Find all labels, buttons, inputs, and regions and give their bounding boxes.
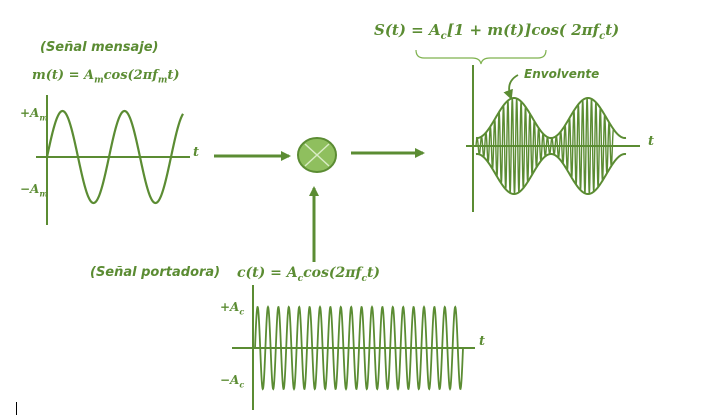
envelope-label: Envolvente [524,67,600,81]
formula-bracket [415,49,547,65]
multiplier-icon [297,137,337,173]
output-axis-t: t [648,134,655,149]
message-neg-amplitude: −Am [20,182,48,199]
text-cursor [16,402,17,415]
carrier-formula: c(t) = Accos(2πfct) [237,265,381,284]
message-formula: m(t) = Amcos(2πfmt) [32,68,180,86]
message-axis-t: t [193,145,200,160]
carrier-axis-t: t [479,334,486,349]
envelope-pointer-arrow [503,74,519,100]
message-title: (Señal mensaje) [40,40,159,55]
carrier-title: (Señal portadora) [90,265,221,280]
carrier-pos-amplitude: +Ac [220,300,245,317]
upper-envelope [475,96,627,140]
lower-envelope [475,152,627,196]
message-pos-amplitude: +Am [20,106,48,123]
carrier-sine-wave [254,305,464,391]
message-sine-wave [45,109,184,205]
carrier-neg-amplitude: −Ac [220,373,245,390]
message-axes [36,95,190,225]
output-formula: S(t) = Ac[1 + m(t)]cos( 2πfct) [374,21,620,42]
